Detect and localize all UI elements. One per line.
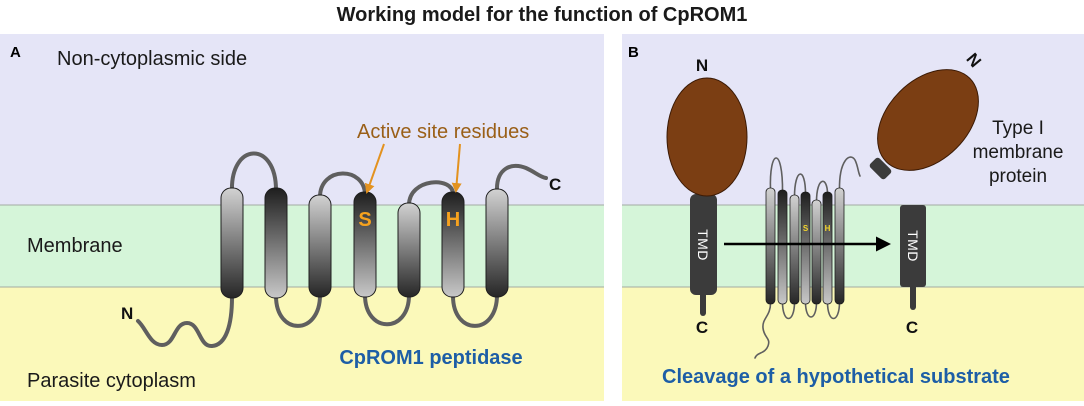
cleaved-tmd-segment [900, 205, 926, 287]
panel-a-letter: A [10, 44, 21, 61]
cprom1-helices [220, 187, 509, 299]
n-terminal-tail [754, 301, 772, 359]
helix-1 [220, 187, 244, 299]
released-domain-ellipse [877, 69, 979, 171]
loop-2-3 [274, 293, 322, 328]
rhomboid-loops [754, 156, 861, 359]
loop-4-5 [363, 293, 411, 327]
cleaved-stub [869, 157, 892, 180]
helix-2 [777, 189, 788, 305]
substrate-c-terminus-label: C [696, 318, 708, 337]
serine-pointer-arrow [364, 143, 385, 194]
substrate-tmd-label: TMD [695, 229, 711, 261]
histidine-residue-label: H [446, 209, 460, 231]
rhomboid-protease: S H [754, 156, 861, 359]
n-terminal-tail [136, 295, 234, 348]
non-cytoplasmic-side-label: Non-cytoplasmic side [57, 48, 247, 70]
active-site-label: Active site residues [357, 121, 529, 143]
helix-7 [485, 188, 509, 298]
helix-5 [397, 202, 421, 298]
panel-a: A Non-cytoplasmic side Membrane Parasite… [0, 34, 604, 401]
loop-6-7 [451, 293, 499, 328]
serine-residue-label: S [358, 209, 371, 231]
loop-5-6 [815, 180, 829, 203]
helix-5 [811, 199, 822, 305]
helix-6-histidine [441, 191, 465, 298]
intact-substrate: TMD N C [666, 56, 748, 337]
panel-b-letter: B [628, 44, 639, 61]
substrate-n-terminus-label: N [696, 56, 708, 75]
helix-4-serine [800, 191, 811, 305]
helix-3 [308, 194, 332, 298]
panel-b-caption: Cleavage of a hypothetical substrate [662, 366, 1010, 388]
helix-4-serine [353, 191, 377, 298]
rhomboid-histidine-label: H [825, 224, 831, 233]
non-cytoplasmic-region [0, 34, 604, 205]
rhomboid-serine-label: S [803, 224, 809, 233]
n-terminus-label: N [121, 304, 133, 323]
loop-3-4 [793, 173, 807, 198]
rhomboid-helices [765, 187, 845, 305]
panel-a-caption: CpROM1 peptidase [339, 347, 522, 369]
helix-1 [765, 187, 776, 305]
diagram-title: Working model for the function of CpROM1 [337, 4, 748, 26]
substrate-ectodomain [666, 77, 748, 197]
substrate-tmd [690, 194, 717, 295]
cleaved-tmd: TMD C [900, 205, 926, 337]
released-ectodomain: N [869, 50, 985, 180]
cprom1-loops [136, 151, 548, 348]
substrate-type-line-3: protein [989, 166, 1047, 187]
cleaved-tmd-label: TMD [905, 230, 921, 262]
helix-6-histidine [822, 191, 833, 305]
helix-7 [834, 187, 845, 305]
cleaved-c-terminus-label: C [906, 318, 918, 337]
cytoplasm-region [622, 287, 1084, 401]
loop-1-2 [229, 151, 278, 194]
parasite-cytoplasm-label: Parasite cytoplasm [27, 370, 196, 392]
membrane-label: Membrane [27, 235, 123, 257]
helix-2 [264, 187, 288, 299]
substrate-type-line-1: Type I [992, 118, 1044, 139]
c-terminal-tail [494, 163, 548, 193]
panel-b: B TMD N C [622, 34, 1084, 401]
loop-3-4 [318, 171, 367, 199]
helix-3 [789, 194, 800, 305]
loop-4-5 [804, 301, 818, 318]
c-terminal-tail [838, 156, 861, 191]
c-terminus-label: C [549, 175, 561, 194]
histidine-pointer-arrow [451, 143, 462, 193]
cytoplasm-region [0, 287, 604, 401]
loop-1-2 [769, 157, 784, 193]
substrate-type-line-2: membrane [973, 142, 1064, 163]
loop-6-7 [826, 301, 841, 320]
loop-2-3 [781, 301, 796, 320]
